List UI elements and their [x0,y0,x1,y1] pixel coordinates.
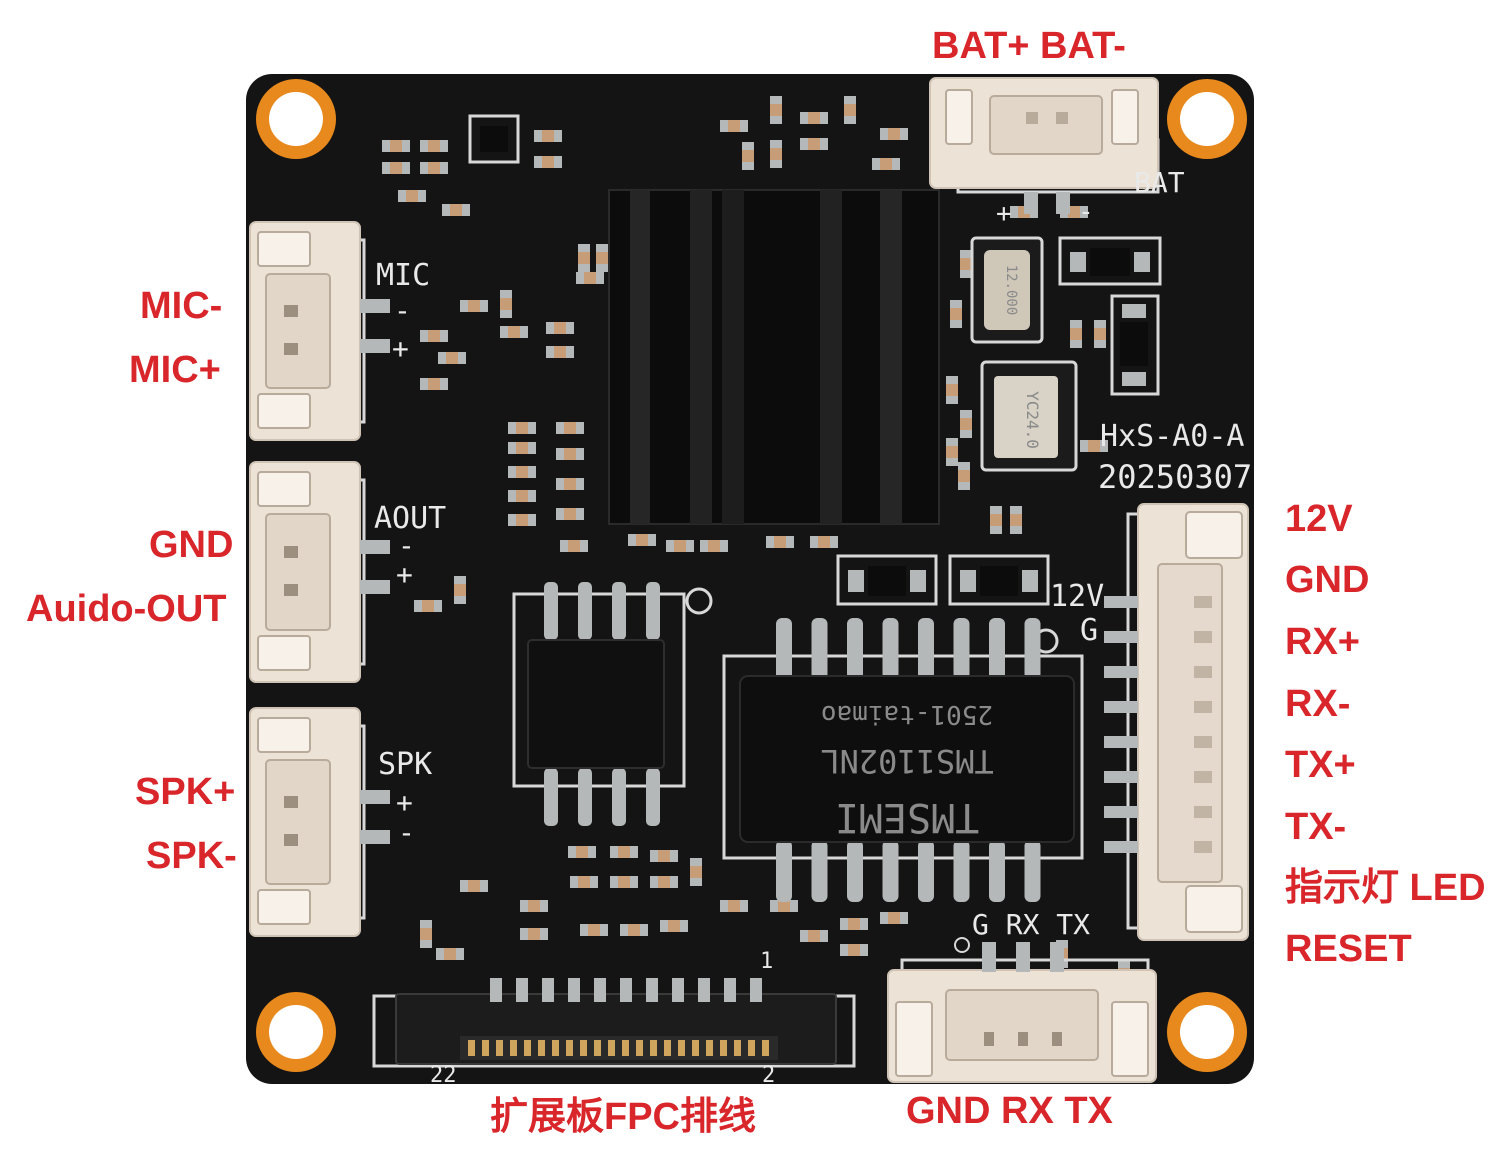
silk-uart-pins: G RX TX [972,908,1090,941]
silk-mic: MIC [376,258,430,293]
silk-mic-minus: - [394,294,411,327]
label-pin-tx-plus: TX+ [1285,744,1356,786]
right-8pin-connector [1104,503,1249,941]
crystal-12mhz: 12.000 [970,236,1044,344]
sop8-chip [512,582,713,826]
left-jst-connectors [249,221,390,937]
silk-board-id: HxS-A0-A [1100,419,1245,454]
crystal-24mhz: YC24.0 [980,360,1078,472]
bat-connector [929,77,1160,214]
silk-aout-minus: - [398,529,415,562]
silk-aout: AOUT [374,501,446,536]
label-pin-tx-minus: TX- [1285,806,1347,848]
silk-spk: SPK [378,747,432,782]
label-spk-plus: SPK+ [135,771,236,813]
uart-connector [887,942,1157,1083]
silk-g: G [1080,613,1098,648]
mounting-holes [256,79,1247,1072]
heatsink [608,189,940,525]
transformer-line3: 2501-taimao [821,699,993,729]
crystal-24-text: YC24.0 [1023,391,1042,449]
label-bat: BAT+ BAT- [932,25,1126,67]
crystal-12-text: 12.000 [1003,265,1019,316]
label-pin-rx-plus: RX+ [1285,621,1360,663]
silk-fpc-right: 2 [762,1063,775,1088]
silk-date: 20250307 [1098,458,1252,496]
label-pin-12v: 12V [1285,498,1353,540]
transformer-line2: TMS1102NL [820,742,993,780]
silk-spk-plus: + [396,786,413,819]
sot-transistors [468,114,1162,606]
label-pin-gnd: GND [1285,559,1370,601]
label-pin-reset: RESET [1285,928,1412,970]
label-fpc: 扩展板FPC排线 [490,1096,757,1138]
silk-mic-plus: + [392,332,409,365]
label-mic-minus: MIC- [140,285,223,327]
label-uart: GND RX TX [906,1090,1113,1132]
label-spk-minus: SPK- [146,835,237,877]
silk-bat: BAT [1134,166,1185,199]
silk-bat-plus: + [996,199,1012,229]
label-gnd-left: GND [149,524,234,566]
silk-spk-minus: - [398,816,415,849]
label-mic-plus: MIC+ [129,349,221,391]
label-pin-led: 指示灯 LED [1285,867,1486,909]
label-pin-rx-minus: RX- [1285,683,1351,725]
label-audio-out: Auido-OUT [26,588,227,630]
smd-components [382,96,1130,988]
silk-fpc-left: 22 [430,1063,457,1088]
transformer-line1: TMSEMI [835,794,980,840]
silk-fpc-pin1: 1 [760,949,773,974]
network-transformer-chip: TMSEMI TMS1102NL 2501-taimao [722,618,1084,902]
fpc-connector [372,978,856,1068]
silk-aout-plus: + [396,558,413,591]
silk-bat-minus: - [1078,197,1094,227]
silkscreen: MIC - + AOUT - + SPK + - BAT + - HxS-A0-… [374,166,1252,1088]
silk-12v: 12V [1050,579,1104,614]
